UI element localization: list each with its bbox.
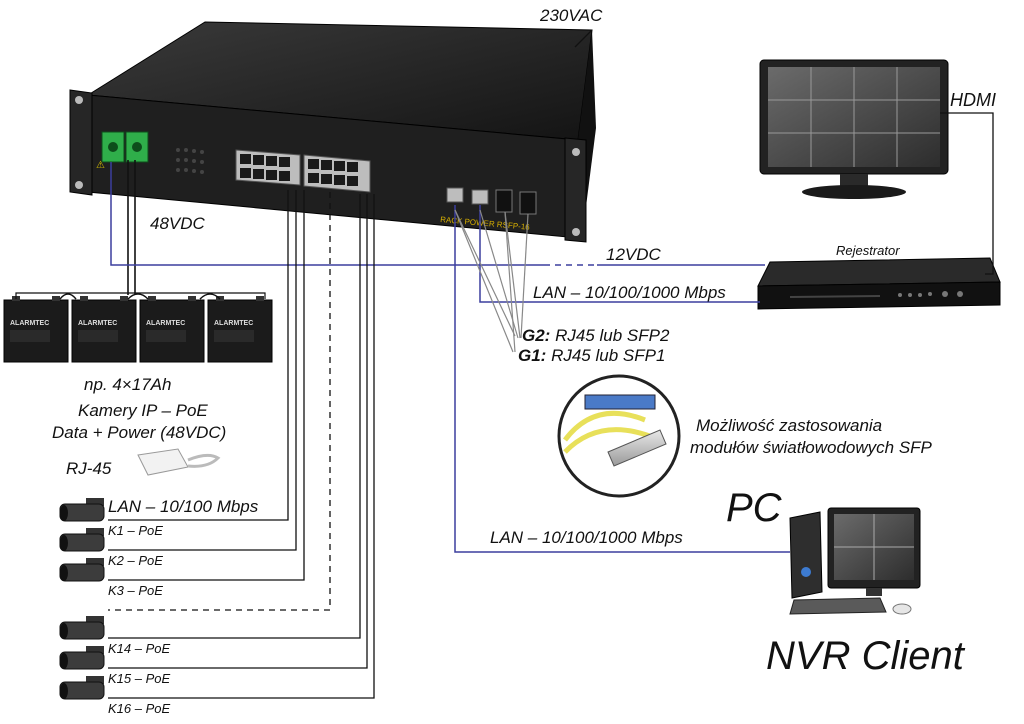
battery-capacity-label: np. 4×17Ah — [84, 375, 172, 394]
rj45-label: RJ-45 — [66, 459, 112, 478]
sfp-slot-2 — [519, 191, 537, 215]
camera-label: K2 – PoE — [108, 553, 163, 568]
g1-label: G1: RJ45 lub SFP1 — [518, 346, 666, 365]
cameras-heading: Kamery IP – PoE — [78, 401, 208, 420]
uplink-rj45-g1 — [446, 187, 464, 203]
ip-cameras — [59, 498, 105, 700]
nvr-recorder — [757, 257, 1001, 310]
lan-recorder-label: LAN – 10/100/1000 Mbps — [533, 283, 726, 302]
lan-to-recorder — [479, 205, 760, 303]
sfp-slot-1 — [495, 189, 513, 213]
pc-label: PC — [726, 486, 782, 530]
hdmi-label: HDMI — [950, 90, 996, 110]
camera-label: K15 – PoE — [108, 671, 171, 686]
battery-brand: ALARMTEC — [146, 320, 185, 327]
svg-text:⚠: ⚠ — [96, 160, 105, 171]
lan-to-pc — [454, 205, 790, 553]
sfp-label-line2: modułów światłowodowych SFP — [690, 438, 932, 457]
ac-power-line — [574, 29, 593, 48]
cameras-subheading: Data + Power (48VDC) — [52, 423, 227, 442]
camera-label: K14 – PoE — [108, 641, 171, 656]
dc12-line — [110, 162, 544, 266]
ac-power-label: 230VAC — [540, 6, 603, 25]
ip-camera — [59, 558, 105, 582]
dc12-label: 12VDC — [606, 245, 661, 264]
lan-cameras-label: LAN – 10/100 Mbps — [108, 497, 259, 516]
uplink-rj45-g2 — [471, 189, 489, 205]
rj45-plug-image — [137, 448, 221, 476]
battery-brand: ALARMTEC — [10, 320, 49, 327]
rj45-port-block-2 — [303, 154, 371, 193]
ip-camera — [59, 498, 105, 522]
pc-workstation — [789, 507, 921, 615]
ip-camera — [59, 528, 105, 552]
g2-label: G2: RJ45 lub SFP2 — [522, 326, 670, 345]
recorder-label: Rejestrator — [836, 243, 900, 258]
battery-brand: ALARMTEC — [214, 320, 253, 327]
ip-camera — [59, 616, 105, 640]
battery-brand: ALARMTEC — [78, 320, 117, 327]
battery: ALARMTEC — [3, 296, 69, 363]
camera-label: K1 – PoE — [108, 523, 163, 538]
battery: ALARMTEC — [71, 296, 137, 363]
battery: ALARMTEC — [139, 296, 205, 363]
hdmi-cable — [940, 112, 994, 275]
sfp-module-image — [557, 374, 681, 498]
camera-label: K3 – PoE — [108, 583, 163, 598]
connection-lines — [15, 29, 994, 699]
ip-camera — [59, 646, 105, 670]
ip-camera — [59, 676, 105, 700]
battery-bank: ALARMTEC ALARMTEC ALARMTEC ALARMTEC — [3, 296, 273, 363]
battery: ALARMTEC — [207, 296, 273, 363]
camera-label: K16 – PoE — [108, 701, 171, 716]
poe-switch: ⚠ RACK POWER RSFP-16 — [69, 21, 596, 243]
lan-pc-label: LAN – 10/100/1000 Mbps — [490, 528, 683, 547]
rj45-port-block-1 — [235, 149, 301, 186]
sfp-label-line1: Możliwość zastosowania — [696, 416, 883, 435]
dc48-label: 48VDC — [150, 214, 205, 233]
nvr-client-label: NVR Client — [766, 634, 964, 678]
hdmi-monitor — [759, 59, 949, 199]
